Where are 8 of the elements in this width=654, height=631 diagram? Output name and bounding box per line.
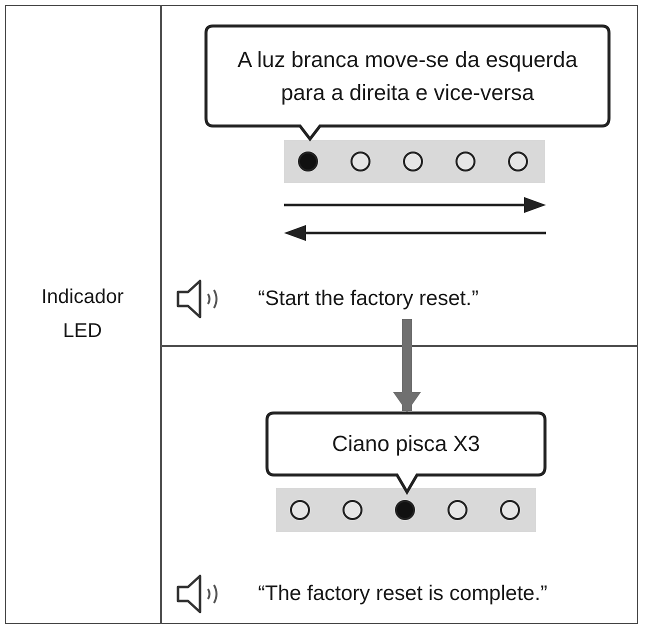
row-header: Indicador LED bbox=[40, 285, 125, 344]
speech-bubble bbox=[266, 412, 546, 493]
down-arrow bbox=[393, 319, 421, 412]
speech-bubble bbox=[205, 25, 610, 140]
bubble-text: Ciano pisca X3 bbox=[332, 430, 480, 458]
bubble-text: A luz branca move-se da esquerda para a direita e vice-versa bbox=[236, 46, 578, 107]
voice-prompt-text: “Start the factory reset.” bbox=[258, 286, 480, 312]
voice-prompt-text: “The factory reset is complete.” bbox=[258, 581, 548, 607]
